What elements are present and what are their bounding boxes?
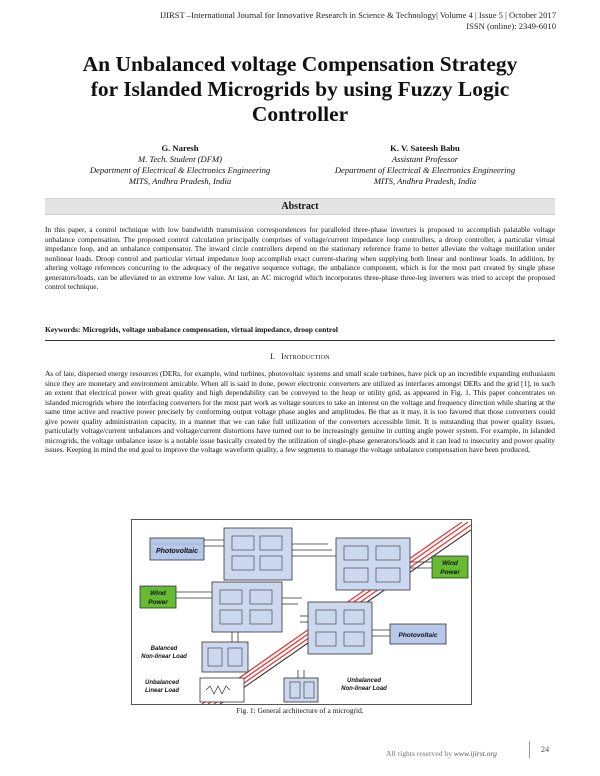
intro-text: As of late, dispersed energy resources (… — [45, 369, 555, 455]
footer-rights: All rights reserved by www.ijirst.org — [386, 749, 497, 758]
author-block-1: G. Naresh M. Tech. Student (DFM) Departm… — [55, 143, 305, 187]
author-department: Department of Electrical & Electronics E… — [89, 165, 271, 175]
inverter-right-top — [335, 537, 411, 591]
title-line-2: for Islanded Microgrids by using Fuzzy L… — [90, 77, 510, 101]
author-role: Assistant Professor — [391, 154, 459, 164]
author-institution: MITS, Andhra Pradesh, India — [373, 176, 477, 186]
photovoltaic-label: Photovoltaic — [398, 632, 437, 639]
unbalanced-nonlinear-load: Unbalanced Non-linear Load — [283, 677, 387, 703]
photovoltaic-source-left: Photovoltaic — [149, 537, 205, 561]
journal-line: IJIRST –International Journal for Innova… — [159, 10, 556, 20]
author-institution: MITS, Andhra Pradesh, India — [128, 176, 232, 186]
photovoltaic-label: Photovoltaic — [156, 548, 198, 555]
page-number: 24 — [529, 741, 560, 758]
issn: ISSN (online): 2349-6010 — [466, 21, 556, 31]
microgrid-figure: Photovoltaic Wind Power Wind Pow — [131, 519, 472, 705]
abstract-heading: Abstract — [45, 198, 555, 215]
wind-power-label: Power — [440, 569, 460, 576]
wind-power-label: Power — [148, 599, 168, 606]
section-title: Introduction — [281, 352, 330, 361]
inverter-middle — [211, 581, 283, 633]
author-role: M. Tech. Student (DFM) — [138, 154, 222, 164]
load-label: Balanced — [151, 646, 178, 652]
keywords: Keywords: Microgrids, voltage unbalance … — [45, 325, 338, 334]
site-link[interactable]: www.ijirst.org — [453, 749, 497, 758]
author-name: G. Naresh — [161, 143, 199, 153]
abstract-text: In this paper, a control technique with … — [45, 225, 555, 292]
wind-power-source-right: Wind Power — [431, 555, 469, 579]
load-label: Unbalanced — [145, 680, 179, 686]
author-name: K. V. Sateesh Babu — [390, 143, 460, 153]
wind-power-label: Wind — [150, 590, 167, 597]
figure-caption: Fig. 1: General architecture of a microg… — [236, 706, 364, 715]
balanced-nonlinear-load: Balanced Non-linear Load — [141, 641, 249, 673]
microgrid-diagram: Photovoltaic Wind Power Wind Pow — [139, 521, 471, 704]
load-label: Unbalanced — [347, 678, 381, 684]
section-number: I. — [270, 352, 276, 361]
running-header: IJIRST –International Journal for Innova… — [160, 10, 556, 32]
unbalanced-linear-load: Unbalanced Linear Load — [145, 677, 245, 703]
photovoltaic-source-right: Photovoltaic — [389, 623, 447, 645]
load-label: Non-linear Load — [341, 686, 387, 692]
rights-text: All rights reserved by — [386, 749, 454, 758]
section-heading: I. Introduction — [45, 352, 555, 361]
title-line-3: Controller — [251, 102, 349, 126]
load-label: Non-linear Load — [141, 654, 187, 660]
paper-title: An Unbalanced voltage Compensation Strat… — [40, 52, 560, 127]
inverter-top — [223, 527, 293, 581]
wind-power-label: Wind — [442, 560, 459, 567]
author-department: Department of Electrical & Electronics E… — [334, 165, 516, 175]
title-line-1: An Unbalanced voltage Compensation Strat… — [82, 52, 518, 76]
author-block-2: K. V. Sateesh Babu Assistant Professor D… — [300, 143, 550, 187]
wind-power-source-left: Wind Power — [139, 585, 177, 609]
section-divider — [45, 340, 555, 341]
load-label: Linear Load — [145, 688, 179, 694]
inverter-right-middle — [307, 601, 373, 655]
